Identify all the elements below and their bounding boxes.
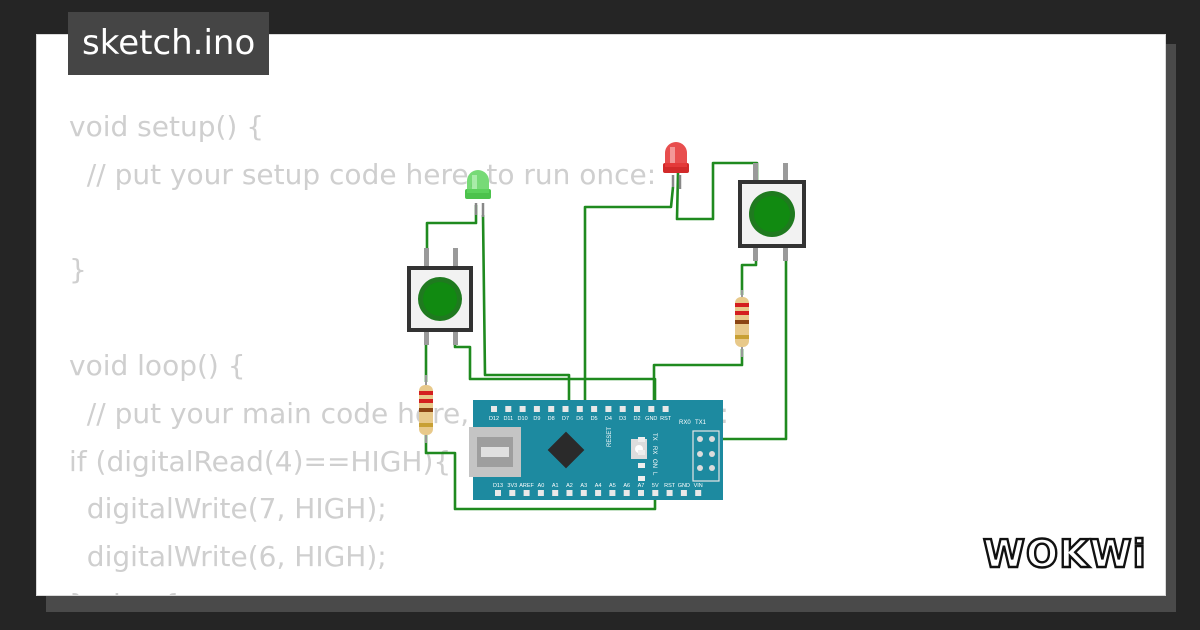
code-line: } else { <box>69 588 179 595</box>
pin-rst[interactable] <box>666 490 673 496</box>
pin-a5[interactable] <box>609 490 616 496</box>
wire-resistor1-to-gnd <box>424 435 657 511</box>
pin-label: 5V <box>652 483 659 489</box>
pin-a4[interactable] <box>595 490 602 496</box>
status-led-label: ON <box>651 459 657 468</box>
pin-label: D2 <box>633 416 640 422</box>
pin-d2[interactable] <box>634 406 640 412</box>
pin-label: RST <box>660 416 672 422</box>
led-green[interactable] <box>465 170 491 217</box>
wire-resistor2-to-gnd <box>652 349 744 407</box>
pin-d5[interactable] <box>591 406 598 412</box>
pin-gnd[interactable] <box>648 406 655 412</box>
pin-rst[interactable] <box>662 406 669 412</box>
status-led-label: L <box>651 472 657 476</box>
pin-label: GND <box>645 416 657 422</box>
pin-label: D4 <box>605 416 612 422</box>
pin-label: VIN <box>694 483 703 489</box>
pin-d7[interactable] <box>562 406 569 412</box>
pin-d10[interactable] <box>519 406 526 412</box>
pin-label: GND <box>678 483 690 489</box>
resistor-1[interactable] <box>419 375 433 443</box>
brand-name: WOKWi <box>983 532 1147 575</box>
pin-d13[interactable] <box>495 490 501 496</box>
pin-d3[interactable] <box>619 406 626 412</box>
reset-label: RESET <box>607 427 613 447</box>
pin-label: A6 <box>623 483 630 489</box>
pin-d6[interactable] <box>576 406 583 412</box>
pin-d8[interactable] <box>548 406 555 412</box>
status-led-on <box>638 463 645 468</box>
code-line: } <box>69 253 87 287</box>
pin-label: AREF <box>519 483 534 489</box>
wokwi-logo: WOKWi <box>982 531 1147 575</box>
pin-label: D8 <box>548 416 555 422</box>
code-line: digitalWrite(6, HIGH); <box>69 540 387 574</box>
pin-d4[interactable] <box>605 406 612 412</box>
pin-label: D12 <box>489 416 499 422</box>
pin-a1[interactable] <box>552 490 559 496</box>
pin-a7[interactable] <box>638 490 644 496</box>
pin-label: A1 <box>552 483 559 489</box>
wire-green-led-to-button1 <box>425 205 478 253</box>
code-line: if (digitalRead(4)==HIGH){ <box>69 444 452 478</box>
pin-aref[interactable] <box>523 490 530 496</box>
pin-d9[interactable] <box>533 406 540 412</box>
pin-label: D13 <box>493 483 503 489</box>
pin-label: A3 <box>580 483 587 489</box>
wire-red-led-to-d6 <box>583 186 675 407</box>
tx1-label: TX1 <box>695 420 707 426</box>
wires <box>424 161 788 511</box>
pin-label: D6 <box>576 416 583 422</box>
pin-label: D5 <box>591 416 598 422</box>
pin-label: A4 <box>595 483 602 489</box>
resistor-2[interactable] <box>735 290 749 357</box>
pin-label: A2 <box>566 483 573 489</box>
pin-label: D9 <box>533 416 540 422</box>
status-led-label: TX <box>651 433 657 441</box>
pin-d12[interactable] <box>491 406 497 412</box>
pin-5v[interactable] <box>652 490 659 496</box>
pin-label: 3V3 <box>507 483 517 489</box>
status-led-rx <box>638 450 645 455</box>
wire-green-led-to-d7 <box>481 214 571 407</box>
file-name-tab: sketch.ino <box>68 12 270 75</box>
pin-3v3[interactable] <box>509 490 516 496</box>
pin-gnd[interactable] <box>680 490 687 496</box>
pin-vin[interactable] <box>695 490 702 496</box>
project-preview-card: void setup() { // put your setup code he… <box>36 34 1166 596</box>
pin-label: A5 <box>609 483 616 489</box>
pin-a0[interactable] <box>537 490 544 496</box>
pin-label: D3 <box>619 416 626 422</box>
status-led-tx <box>638 437 645 442</box>
led-red[interactable] <box>663 142 689 189</box>
pin-a3[interactable] <box>580 490 587 496</box>
pushbutton-1[interactable] <box>407 248 473 345</box>
pin-a6[interactable] <box>623 490 630 496</box>
pushbutton-2[interactable] <box>738 163 806 261</box>
code-line: void loop() { <box>69 348 246 382</box>
pin-label: RST <box>664 483 676 489</box>
status-led-label: RX <box>651 446 657 454</box>
code-line: void setup() { <box>69 110 265 143</box>
pin-label: D11 <box>503 416 513 422</box>
code-line: // put your setup code here, to run once… <box>69 157 657 191</box>
pin-label: D7 <box>562 416 569 422</box>
pin-label: A0 <box>538 483 545 489</box>
pin-label: D10 <box>518 416 528 422</box>
pin-a2[interactable] <box>566 490 573 496</box>
code-line: digitalWrite(7, HIGH); <box>69 492 387 526</box>
pin-label: A7 <box>638 483 645 489</box>
rx0-label: RX0 <box>679 420 691 426</box>
status-led-l <box>638 476 645 481</box>
microcontroller-chip <box>547 431 585 469</box>
pin-d11[interactable] <box>505 406 512 412</box>
